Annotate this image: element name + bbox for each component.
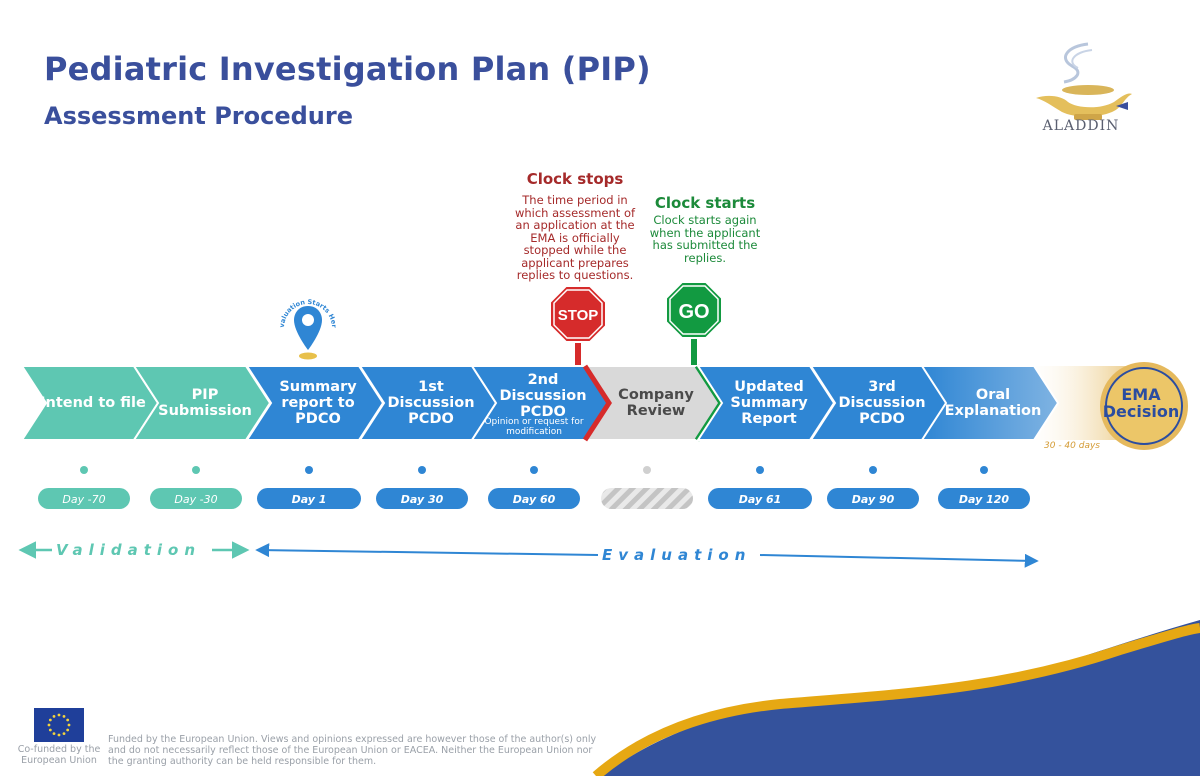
eu-star xyxy=(66,728,70,732)
timeline-dot xyxy=(980,466,988,474)
day-label: Day -30 xyxy=(174,493,217,506)
day-label: Day 1 xyxy=(292,493,327,506)
validation-phase-label: Validation xyxy=(56,541,202,559)
eu-star xyxy=(66,718,70,722)
timeline-dot xyxy=(418,466,426,474)
step-note: Opinion or request for modification xyxy=(484,417,584,437)
eu-star xyxy=(57,713,61,717)
phase-arrows xyxy=(18,541,1039,568)
eu-star xyxy=(47,723,51,727)
day-pill xyxy=(938,488,1030,509)
step-label: 2nd Discussion PCDO xyxy=(499,372,587,420)
clock-stops-description: The time period in which assessment of a… xyxy=(514,193,636,282)
go-sign-text: GO xyxy=(678,301,709,323)
location-pin-icon: Evaluation Starts Here xyxy=(276,292,338,360)
day-label: Day 60 xyxy=(513,493,556,506)
eu-star xyxy=(48,718,52,722)
day-label: Day -70 xyxy=(62,493,105,506)
day-label: Day 90 xyxy=(852,493,895,506)
clock-starts-description: Clock starts again when the applicant ha… xyxy=(649,213,761,265)
ema-decision-circle xyxy=(1100,362,1188,450)
step-label: PIP Submission xyxy=(158,387,252,419)
timeline-dot xyxy=(869,466,877,474)
aladdin-lamp-logo xyxy=(1036,42,1132,120)
step-label: Summary report to PDCO xyxy=(279,379,357,427)
decorative-wave xyxy=(592,620,1200,776)
clock-stop-edge xyxy=(582,364,612,442)
step-label: Oral Explanation xyxy=(944,387,1042,419)
logo-text: ALADDIN xyxy=(1042,118,1120,134)
eu-star xyxy=(48,728,52,732)
eu-star xyxy=(67,723,71,727)
day-pill xyxy=(38,488,130,509)
timeline-dot xyxy=(305,466,313,474)
step-label: 3rd Discussion PCDO xyxy=(838,379,926,427)
day-pill xyxy=(708,488,812,509)
timeline-dot xyxy=(530,466,538,474)
ema-decision-label: EMA Decision xyxy=(1102,385,1180,421)
eu-star xyxy=(52,714,56,718)
day-label: Day 61 xyxy=(739,493,782,506)
day-pill xyxy=(376,488,468,509)
evaluation-phase-label: Evaluation xyxy=(602,546,752,564)
evaluation-arrow-left xyxy=(255,543,599,558)
eu-star xyxy=(62,732,66,736)
cofunded-label: Co-funded by the European Union xyxy=(17,744,101,766)
step-label: Intend to file xyxy=(40,395,146,411)
timeline-dot xyxy=(756,466,764,474)
timeline-dot xyxy=(192,466,200,474)
day-pill xyxy=(827,488,919,509)
clock-stops-title: Clock stops xyxy=(526,170,624,188)
stop-sign-text: STOP xyxy=(558,307,599,324)
day-pill xyxy=(150,488,242,509)
day-pill xyxy=(488,488,580,509)
stop-sign-icon: STOP xyxy=(549,285,607,430)
day-label: Day 120 xyxy=(959,493,1010,506)
page-subtitle: Assessment Procedure xyxy=(44,102,353,130)
day-label: Day 30 xyxy=(401,493,444,506)
eu-flag-icon xyxy=(34,708,84,742)
timeline-dot xyxy=(80,466,88,474)
eu-star xyxy=(62,714,66,718)
eu-star xyxy=(52,732,56,736)
day-pill xyxy=(257,488,361,509)
day-pill xyxy=(601,488,693,509)
step-label: Company Review xyxy=(618,387,694,419)
timeline-dot xyxy=(643,466,651,474)
step-label: 1st Discussion PCDO xyxy=(387,379,475,427)
decision-duration-label: 30 - 40 days xyxy=(1044,441,1100,451)
eu-star xyxy=(57,733,61,737)
page-title: Pediatric Investigation Plan (PIP) xyxy=(44,50,651,88)
step-chevron xyxy=(920,365,1060,441)
evaluation-arrow-right xyxy=(759,553,1039,568)
funding-disclaimer: Funded by the European Union. Views and … xyxy=(108,734,597,767)
step-label: Updated Summary Report xyxy=(730,379,808,427)
clock-starts-title: Clock starts xyxy=(654,194,756,212)
